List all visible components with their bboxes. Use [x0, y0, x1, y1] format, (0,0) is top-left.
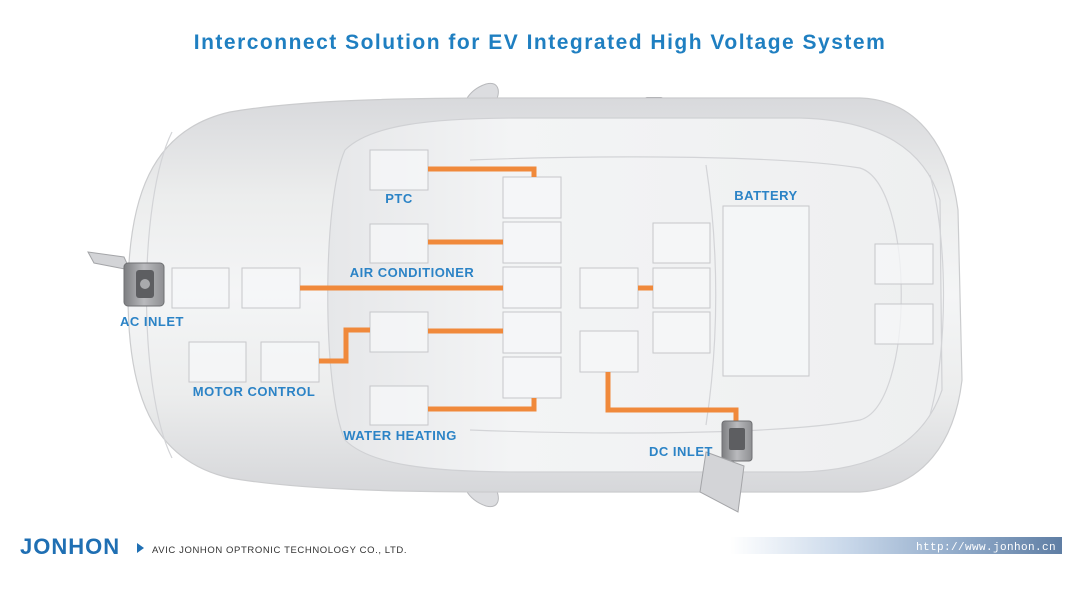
diagram-title: Interconnect Solution for EV Integrated … [194, 31, 887, 54]
battery-label: BATTERY [734, 188, 797, 203]
dc-inlet-connector-icon [699, 420, 753, 513]
motor-control-box-1 [188, 341, 247, 383]
ac-inlet-label: AC INLET [120, 314, 184, 329]
ac-inlet-connector-icon [87, 251, 165, 307]
dc-inlet-harness [605, 372, 739, 421]
rear-box-1 [874, 243, 934, 285]
rear-box-2 [874, 303, 934, 345]
ptc-label: PTC [385, 191, 413, 206]
motor-control-box-2 [260, 341, 320, 383]
distribution-box-4 [502, 311, 562, 354]
roof-panel-line [469, 156, 902, 434]
water-heating-label: WATER HEATING [343, 428, 457, 443]
rear-window-line [705, 164, 717, 426]
footer: JONHON AVIC JONHON OPTRONIC TECHNOLOGY C… [20, 534, 1062, 559]
water-heating-harness [428, 398, 537, 412]
battery-module-box-1 [652, 222, 711, 264]
distribution-box-5 [502, 356, 562, 399]
ptc-box [369, 149, 429, 191]
distribution-box-3 [502, 266, 562, 309]
battery-module-box-2 [652, 267, 711, 309]
battery-box [722, 205, 810, 377]
dc-box-2 [579, 330, 639, 373]
trunk-line [929, 174, 945, 416]
water-heating-box-2 [369, 385, 429, 426]
water-heating-box-1 [369, 311, 429, 353]
distribution-box-1 [502, 176, 562, 219]
website-url: http://www.jonhon.cn [916, 542, 1056, 554]
ac-inlet-box-1 [171, 267, 230, 309]
motor-control-harness [319, 327, 370, 364]
dc-inlet-label: DC INLET [649, 444, 713, 459]
brand-logo: JONHON [20, 534, 120, 559]
triangle-right-icon [137, 543, 144, 553]
ac-inlet-box-2 [241, 267, 301, 309]
distribution-box-2 [502, 221, 562, 264]
url-bar [730, 537, 1062, 554]
component-boxes [171, 149, 934, 426]
high-voltage-harnesses [300, 166, 739, 421]
company-name: AVIC JONHON OPTRONIC TECHNOLOGY CO., LTD… [152, 545, 407, 556]
air-conditioner-box [369, 223, 429, 264]
battery-module-box-3 [652, 311, 711, 354]
motor-control-label: MOTOR CONTROL [193, 384, 316, 399]
air-conditioner-label: AIR CONDITIONER [350, 265, 475, 280]
dc-box-1 [579, 267, 639, 309]
ptc-harness [428, 166, 537, 177]
